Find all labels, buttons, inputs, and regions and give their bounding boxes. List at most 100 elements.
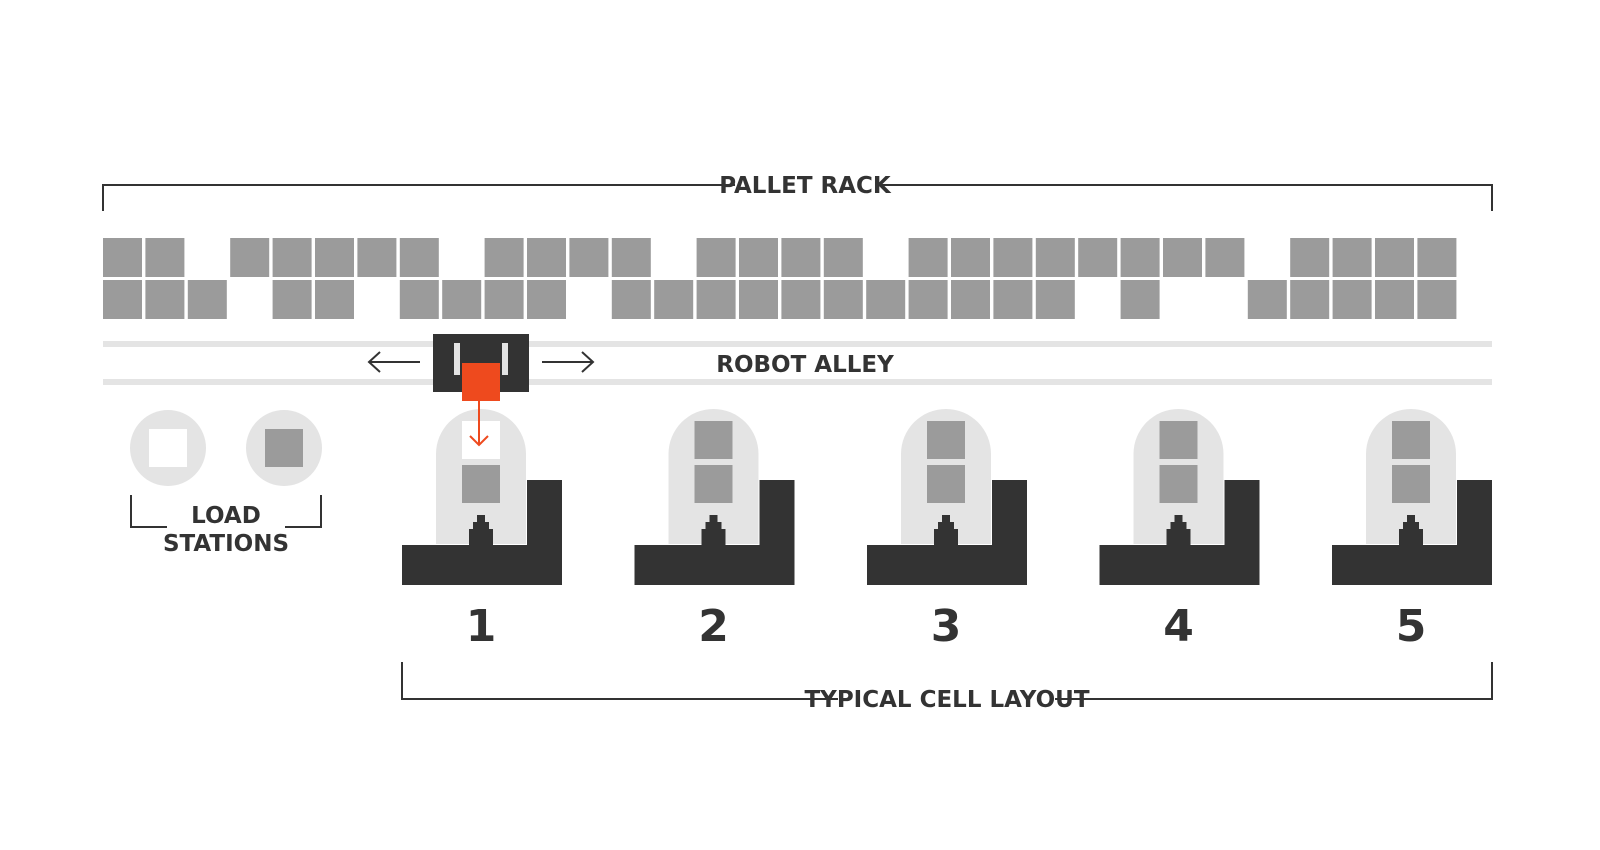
rack-pallet xyxy=(145,280,185,319)
rack-pallet xyxy=(527,238,566,277)
rack-pallet xyxy=(527,280,566,319)
robot-carriage xyxy=(433,334,529,401)
rack-pallet xyxy=(315,280,354,319)
right-arrow-icon xyxy=(542,351,595,373)
rack-pallet xyxy=(908,238,948,277)
cell-pallet xyxy=(694,421,733,459)
spindle-icon xyxy=(469,515,493,546)
rack-pallet xyxy=(696,280,736,319)
rack-pallet xyxy=(1078,238,1118,277)
rack-pallet xyxy=(272,238,312,277)
rack-pallet xyxy=(357,238,397,277)
cell-pallet xyxy=(1392,465,1430,503)
cell-pallet xyxy=(1392,421,1430,459)
rack-pallet xyxy=(484,238,524,277)
cell-pallet xyxy=(927,421,965,459)
pallet-rack xyxy=(103,238,1457,319)
rack-pallet xyxy=(1205,238,1245,277)
pallet-rack-bracket xyxy=(102,184,1493,211)
rack-pallet xyxy=(781,280,821,319)
rack-pallet xyxy=(611,280,651,319)
rack-pallet xyxy=(1120,238,1160,277)
cell-pallet xyxy=(927,465,965,503)
machine-base xyxy=(1332,480,1492,585)
load-station xyxy=(130,410,206,486)
cell-4: 4 xyxy=(1099,409,1260,652)
rack-pallet xyxy=(442,280,482,319)
load-stations-label-line2: STATIONS xyxy=(163,531,289,557)
robot-fork-right xyxy=(502,343,508,375)
rack-pallet xyxy=(1163,238,1202,277)
cell-3: 3 xyxy=(867,409,1027,652)
rack-pallet xyxy=(781,238,821,277)
rack-pallet xyxy=(823,238,863,277)
load-arrow-icon xyxy=(469,401,489,447)
cell-pallet xyxy=(1159,421,1198,459)
load-stations-label-line1: LOAD xyxy=(191,503,261,529)
rack-pallet xyxy=(951,280,990,319)
rack-pallet xyxy=(272,280,312,319)
rack-pallet xyxy=(1417,280,1457,319)
machine-base xyxy=(634,480,795,585)
cells: 1 2 3 4 5 xyxy=(402,409,1492,652)
rack-pallet xyxy=(1417,238,1457,277)
spindle-icon xyxy=(934,515,958,546)
rack-pallet xyxy=(1375,280,1414,319)
typical-cell-layout-label: TYPICAL CELL LAYOUT xyxy=(804,687,1089,713)
cell-1: 1 xyxy=(402,409,562,652)
alley-rail-top xyxy=(103,341,1492,347)
cell-pallet xyxy=(1159,465,1198,503)
rack-pallet xyxy=(569,238,609,277)
cell-number: 2 xyxy=(698,601,729,652)
rack-pallet xyxy=(484,280,524,319)
rack-pallet xyxy=(103,238,142,277)
rack-pallet xyxy=(230,238,270,277)
rack-pallet xyxy=(1332,280,1372,319)
rack-pallet xyxy=(739,280,778,319)
rack-pallet xyxy=(1035,238,1075,277)
load-stations xyxy=(130,410,322,486)
cell-2: 2 xyxy=(634,409,795,652)
rack-pallet xyxy=(187,280,227,319)
machine-base xyxy=(867,480,1027,585)
cell-number: 1 xyxy=(466,601,497,652)
rack-pallet xyxy=(1247,280,1287,319)
cell-number: 5 xyxy=(1396,601,1427,652)
rack-pallet xyxy=(993,280,1033,319)
cell-pallet xyxy=(462,421,500,459)
machine-base xyxy=(402,480,562,585)
alley-rail-bottom xyxy=(103,379,1492,385)
cell-number: 4 xyxy=(1163,601,1194,652)
rack-pallet xyxy=(1035,280,1075,319)
rack-pallet xyxy=(823,280,863,319)
pallet-rack-label: PALLET RACK xyxy=(719,173,892,199)
cell-pallet xyxy=(694,465,733,503)
rack-pallet xyxy=(315,238,354,277)
rack-pallet xyxy=(1290,238,1330,277)
spindle-icon xyxy=(1166,515,1191,546)
cell-5: 5 xyxy=(1332,409,1492,652)
rack-pallet xyxy=(399,280,439,319)
left-arrow-icon xyxy=(367,351,420,373)
machine-base xyxy=(1099,480,1260,585)
rack-pallet xyxy=(696,238,736,277)
robot-alley-label: ROBOT ALLEY xyxy=(716,352,894,378)
rack-pallet xyxy=(739,238,778,277)
carried-pallet xyxy=(462,363,500,401)
rack-pallet xyxy=(1332,238,1372,277)
spindle-icon xyxy=(1399,515,1423,546)
rack-pallet xyxy=(1120,280,1160,319)
cell-number: 3 xyxy=(931,601,962,652)
rack-pallet xyxy=(993,238,1033,277)
rack-pallet xyxy=(1375,238,1414,277)
load-station-pallet xyxy=(265,429,303,467)
rack-pallet xyxy=(908,280,948,319)
rack-pallet xyxy=(399,238,439,277)
rack-pallet xyxy=(866,280,906,319)
rack-pallet xyxy=(654,280,694,319)
cell-pallet xyxy=(462,465,500,503)
rack-pallet xyxy=(145,238,185,277)
rack-pallet xyxy=(103,280,142,319)
rack-pallet xyxy=(951,238,990,277)
